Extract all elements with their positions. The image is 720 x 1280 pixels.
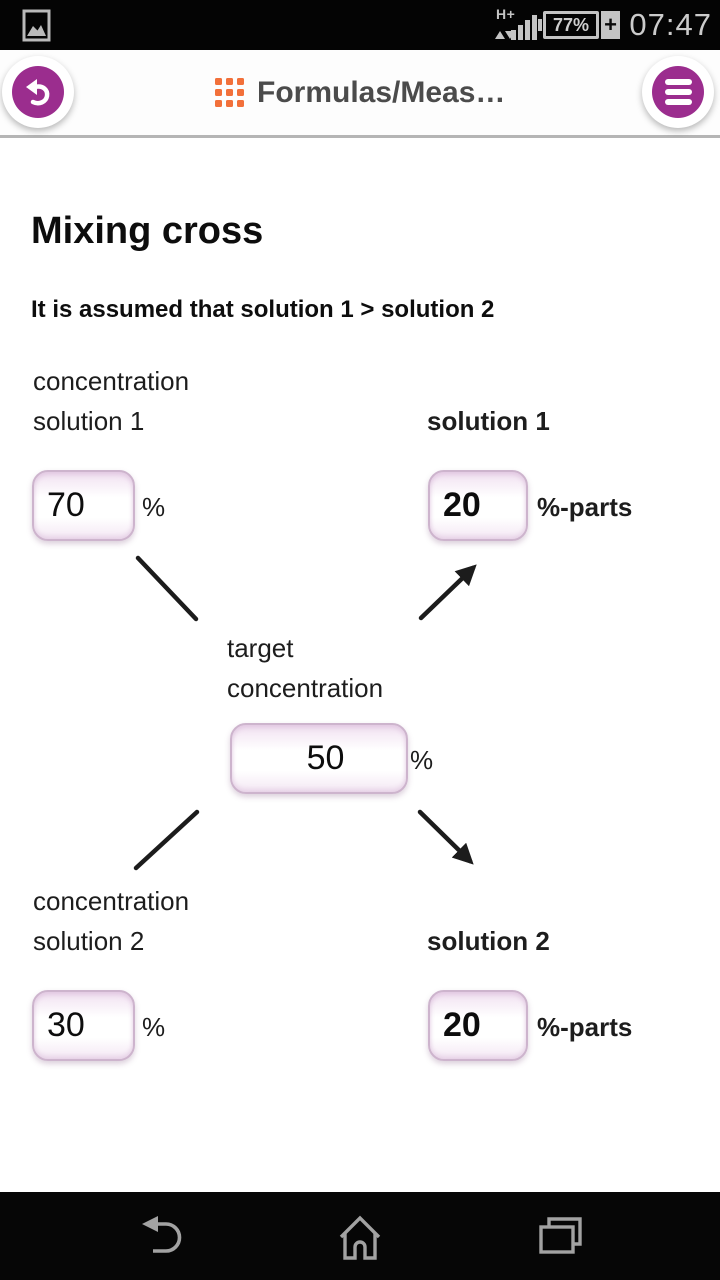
page-title: Mixing cross [31, 210, 264, 252]
battery-terminal [538, 19, 542, 31]
battery-level-label: 77% [543, 11, 599, 39]
battery-icon: 77% + [538, 11, 620, 39]
clock-label: 07:47 [629, 7, 712, 42]
undo-icon [12, 66, 64, 118]
status-bar: H+ 77% + 07:47 [0, 0, 720, 50]
top-left-unit: % [142, 492, 166, 522]
bottom-left-label-line2: solution 2 [33, 926, 145, 956]
android-nav-bar [0, 1192, 720, 1280]
line-top-left [135, 555, 199, 622]
solution2-parts-output: 20 [428, 990, 528, 1061]
header-title-group: Formulas/Meas… [215, 50, 505, 135]
concentration-solution1-input[interactable] [32, 470, 135, 541]
grid-icon [215, 78, 244, 107]
top-right-label: solution 1 [427, 406, 550, 436]
menu-button[interactable] [642, 56, 714, 128]
top-left-label-line1: concentration [33, 366, 190, 396]
arrow-bottom-right [417, 809, 474, 865]
gallery-icon [22, 9, 51, 42]
concentration-solution2-input[interactable] [32, 990, 135, 1061]
solution1-parts-output: 20 [428, 470, 528, 541]
center-label-line2: concentration [227, 673, 384, 703]
bottom-right-label: solution 2 [427, 926, 550, 956]
download-arrow-icon [505, 31, 515, 39]
battery-charging-icon: + [601, 11, 620, 39]
signal-strength-icon: H+ [495, 6, 537, 44]
bottom-left-unit: % [142, 1012, 166, 1042]
page-header-title: Formulas/Meas… [257, 75, 506, 109]
nav-back-button[interactable] [112, 1192, 212, 1280]
upload-arrow-icon [495, 31, 505, 39]
line-bottom-left [133, 809, 200, 871]
back-button[interactable] [2, 56, 74, 128]
top-right-unit: %-parts [537, 492, 633, 522]
arrow-top-right [418, 564, 477, 621]
center-label-line1: target [227, 633, 294, 663]
signal-bars-icon [511, 15, 537, 40]
top-left-label-line2: solution 1 [33, 406, 145, 436]
nav-recents-button[interactable] [510, 1192, 610, 1280]
assumption-text: It is assumed that solution 1 > solution… [31, 296, 495, 323]
nav-home-button[interactable] [310, 1192, 410, 1280]
network-type-label: H+ [496, 6, 516, 22]
bottom-left-label-line1: concentration [33, 886, 190, 916]
bottom-right-unit: %-parts [537, 1012, 633, 1042]
back-icon [142, 1216, 182, 1253]
home-icon [339, 1215, 381, 1260]
target-concentration-input[interactable] [230, 723, 408, 794]
center-unit: % [410, 745, 434, 775]
recents-icon [539, 1217, 582, 1254]
hamburger-icon [652, 66, 704, 118]
app-header: Formulas/Meas… [0, 50, 720, 138]
